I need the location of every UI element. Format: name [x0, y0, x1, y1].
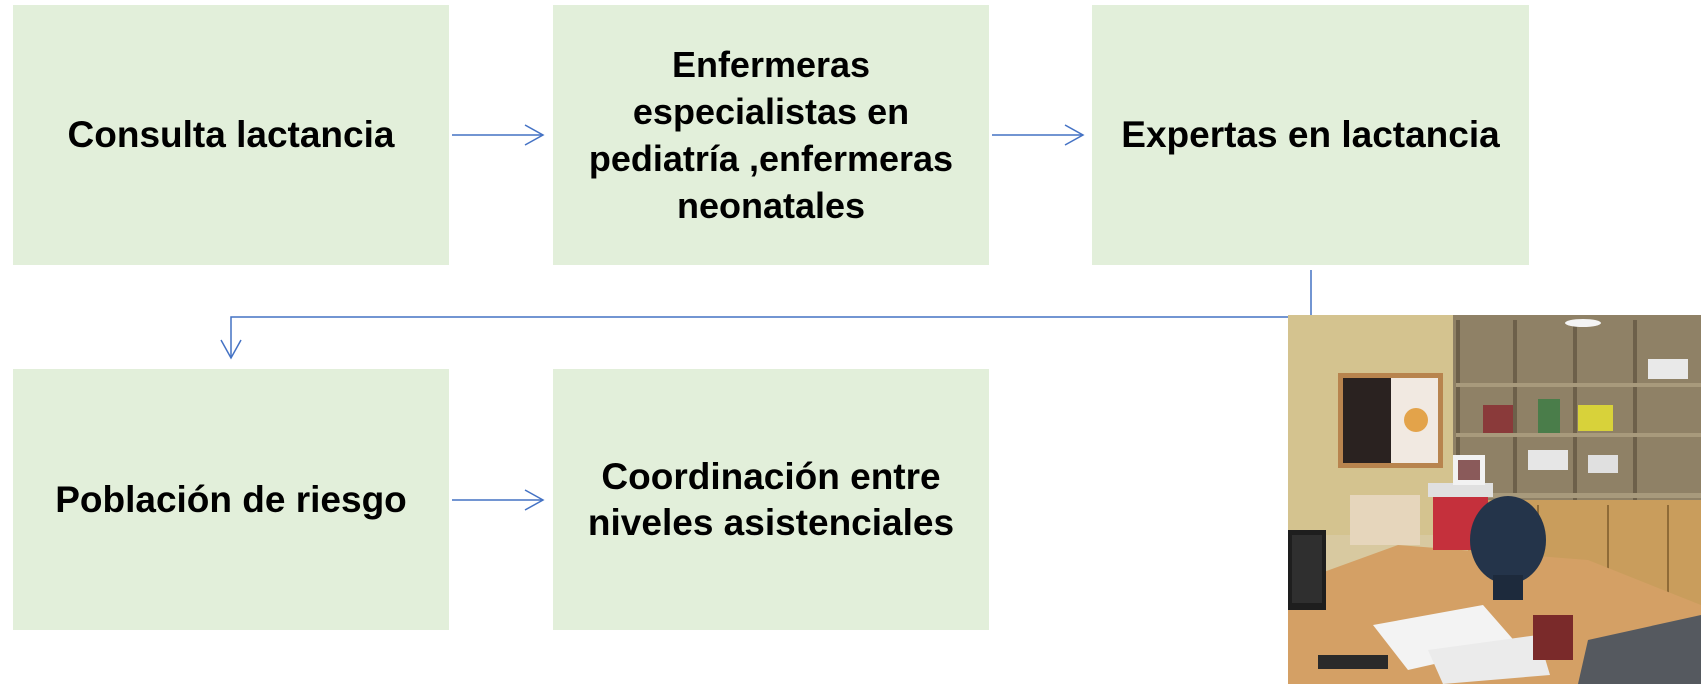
node-label: Consulta lactancia — [67, 114, 395, 155]
elbow-connector-b3-to-b4 — [220, 270, 1312, 360]
node-label: Coordinación entre niveles asistenciales — [587, 455, 955, 543]
arrow-b4-to-b5 — [452, 489, 545, 511]
office-room-photo — [1288, 315, 1701, 684]
node-coordinacion-niveles: Coordinación entre niveles asistenciales — [553, 369, 989, 630]
node-label: Expertas en lactancia — [1121, 114, 1500, 155]
node-label: Población de riesgo — [55, 478, 407, 520]
node-consulta-lactancia: Consulta lactancia — [13, 5, 449, 265]
arrow-b1-to-b2 — [452, 124, 545, 146]
node-label: Enfermeras especialistas en pediatría ,e… — [588, 44, 954, 226]
node-poblacion-riesgo: Población de riesgo — [13, 369, 449, 630]
node-expertas-lactancia: Expertas en lactancia — [1092, 5, 1529, 265]
node-enfermeras-especialistas: Enfermeras especialistas en pediatría ,e… — [553, 5, 989, 265]
arrow-b2-to-b3 — [992, 124, 1085, 146]
